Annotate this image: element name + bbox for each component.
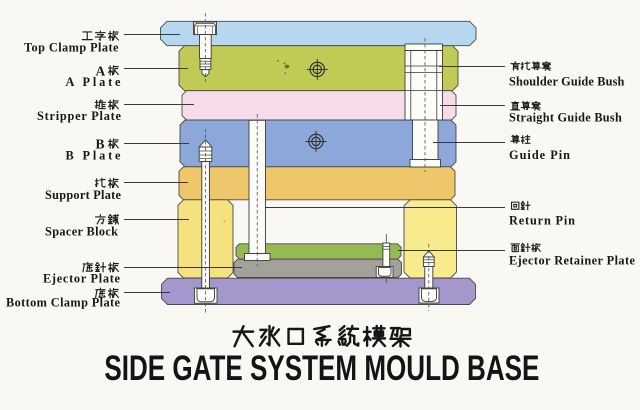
svg-text:Return Pin: Return Pin [509,213,575,227]
svg-text:Ejector Plate: Ejector Plate [43,272,121,286]
svg-text:B Plate: B Plate [66,149,122,163]
svg-text:Guide Pin: Guide Pin [509,148,570,162]
svg-text:Shoulder Guide Bush: Shoulder Guide Bush [509,74,625,88]
svg-text:B: B [96,137,105,152]
svg-text:Spacer Block: Spacer Block [45,225,118,239]
svg-text:Support Plate: Support Plate [45,188,122,202]
svg-text:Bottom Clamp Plate: Bottom Clamp Plate [6,295,121,309]
svg-text:A Plate: A Plate [66,75,122,89]
svg-text:Ejector Retainer Plate: Ejector Retainer Plate [509,254,636,268]
svg-text:Stripper Plate: Stripper Plate [37,109,122,123]
svg-text:Straight Guide Bush: Straight Guide Bush [509,111,622,125]
svg-text:Top Clamp Plate: Top Clamp Plate [24,41,119,55]
svg-text:SIDE GATE SYSTEM MOULD BASE: SIDE GATE SYSTEM MOULD BASE [104,349,539,388]
svg-text:A: A [96,64,106,79]
